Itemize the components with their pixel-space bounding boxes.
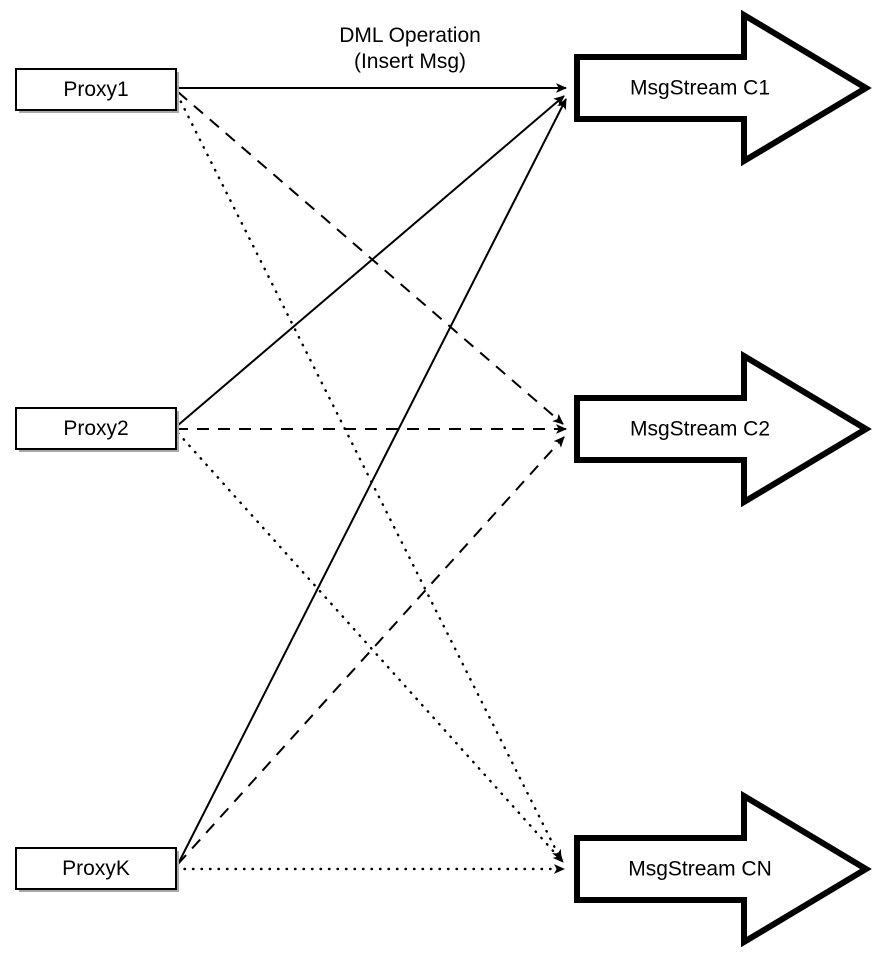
block-arrow-shape bbox=[574, 790, 872, 948]
msgstream-cn[interactable]: MsgStream CN bbox=[574, 790, 872, 948]
proxy-box bbox=[15, 407, 177, 450]
edge-caption-layer: DML Operation (Insert Msg) bbox=[339, 24, 481, 73]
connection-pK-c1 bbox=[176, 98, 567, 867]
msgstream-label: MsgStream CN bbox=[628, 858, 772, 881]
block-arrow-shape bbox=[574, 350, 872, 508]
block-arrow-shape bbox=[574, 9, 872, 167]
msgstream-label: MsgStream C1 bbox=[630, 77, 770, 100]
connection-p1-cn bbox=[175, 92, 563, 862]
dml-operation-caption-line2: (Insert Msg) bbox=[354, 50, 466, 73]
msgstream-label: MsgStream C2 bbox=[630, 418, 770, 441]
proxy-box bbox=[15, 68, 177, 111]
connection-p1-c2 bbox=[177, 91, 564, 425]
connection-p2-cn bbox=[176, 431, 565, 864]
proxy-label: Proxy1 bbox=[63, 78, 128, 101]
proxy-node-proxy1[interactable]: Proxy1 bbox=[15, 68, 179, 113]
msgstream-c2[interactable]: MsgStream C2 bbox=[574, 350, 872, 508]
proxy-node-proxyK[interactable]: ProxyK bbox=[15, 847, 179, 892]
connections-layer bbox=[174, 83, 567, 874]
proxy-box bbox=[15, 847, 177, 890]
connection-pK-c2 bbox=[177, 436, 565, 865]
msgstream-c1[interactable]: MsgStream C1 bbox=[574, 9, 872, 167]
streams-layer: MsgStream C1 MsgStream C2 MsgStream CN bbox=[574, 9, 872, 948]
proxy-label: ProxyK bbox=[62, 857, 130, 880]
proxy-label: Proxy2 bbox=[63, 417, 128, 440]
proxy-node-proxy2[interactable]: Proxy2 bbox=[15, 407, 179, 452]
dml-operation-caption-line1: DML Operation bbox=[339, 24, 481, 47]
connection-p2-c1 bbox=[176, 95, 565, 427]
